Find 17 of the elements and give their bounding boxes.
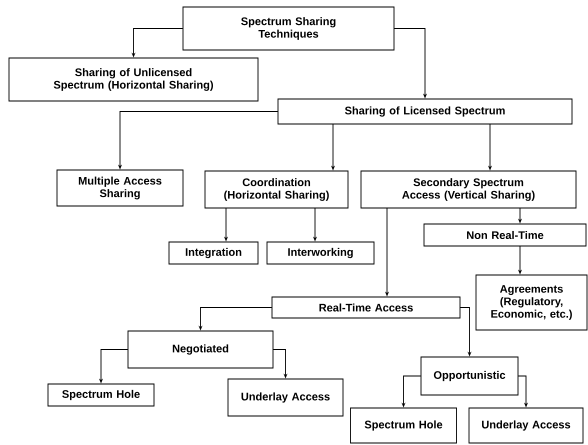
process-box: Multiple Access Sharing [56, 170, 184, 206]
process-box: Spectrum Hole [350, 408, 457, 444]
process-box: Coordination (Horizontal Sharing) [204, 170, 348, 208]
process-box: Secondary Spectrum Access (Vertical Sharing) [360, 170, 576, 208]
process-box: Underlay Access [228, 378, 344, 416]
process-box: Sharing of Unlicensed Spectrum (Horizontal Sharing) [8, 58, 258, 102]
process-box: Non Real-Time [424, 224, 586, 246]
process-box: Real-Time Access [272, 296, 460, 318]
process-box: Spectrum Hole [48, 384, 154, 406]
process-box: Sharing of Licensed Spectrum [278, 98, 572, 124]
process-box: Opportunistic [420, 356, 518, 396]
process-box: Integration [168, 242, 258, 264]
process-box: Agreements (Regulatory, Economic, etc.) [476, 274, 588, 330]
process-box: Interworking [266, 242, 374, 264]
process-box: Underlay Access [468, 408, 584, 444]
process-box: Negotiated [128, 330, 274, 368]
process-box: Spectrum Sharing Techniques [182, 6, 394, 50]
